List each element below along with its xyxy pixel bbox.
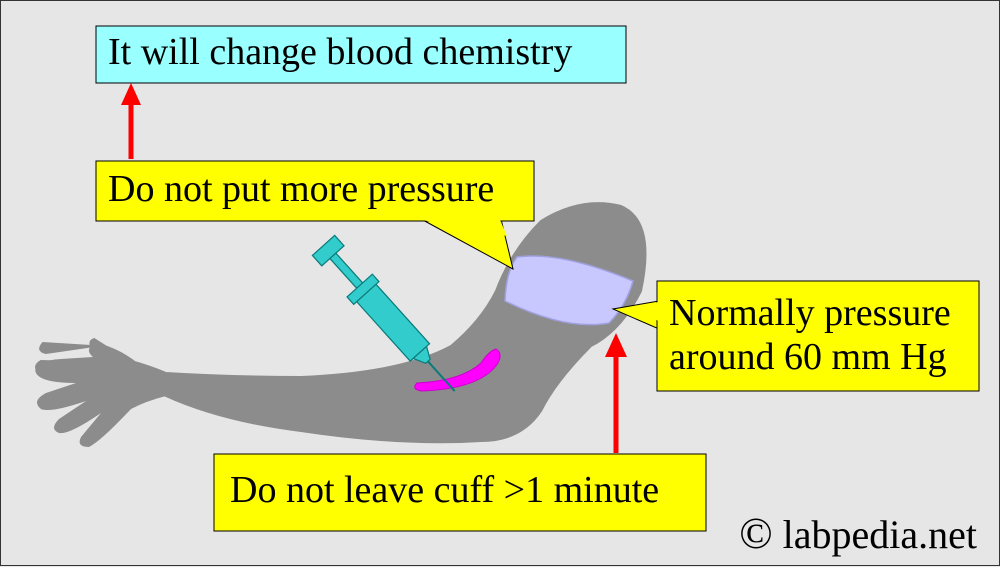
- chemistry-label: It will change blood chemistry: [108, 31, 573, 73]
- thumb-shape: [93, 342, 131, 363]
- copyright-icon: ©: [739, 509, 773, 558]
- arrow-up-to-chemistry: [121, 83, 141, 159]
- syringe-icon: [311, 234, 456, 392]
- normal-callout-cover: [641, 302, 658, 321]
- cuff-shape: [504, 255, 634, 326]
- arm-shape: [35, 202, 647, 444]
- normal-pressure-label: Normally pressure around 60 mm Hg: [657, 281, 979, 391]
- normal-pressure-line1: Normally pressure: [669, 292, 951, 334]
- arrow-up-from-cuff-time: [605, 333, 627, 453]
- pressure-label: Do not put more pressure: [108, 168, 495, 210]
- pressure-callout-cover: [422, 220, 507, 236]
- cuff-time-label: Do not leave cuff >1 minute: [230, 469, 660, 511]
- normal-callout-box: [656, 280, 980, 392]
- brand-name: labpedia.net: [782, 512, 977, 557]
- normal-pressure-line2: around 60 mm Hg: [669, 336, 947, 378]
- vein-shape: [414, 348, 501, 392]
- brand-watermark: © labpedia.net: [739, 509, 977, 560]
- chemistry-box: [95, 25, 627, 84]
- hand-shape: [35, 346, 167, 447]
- pressure-callout-box: [95, 160, 535, 222]
- cuff-time-box: [213, 453, 707, 532]
